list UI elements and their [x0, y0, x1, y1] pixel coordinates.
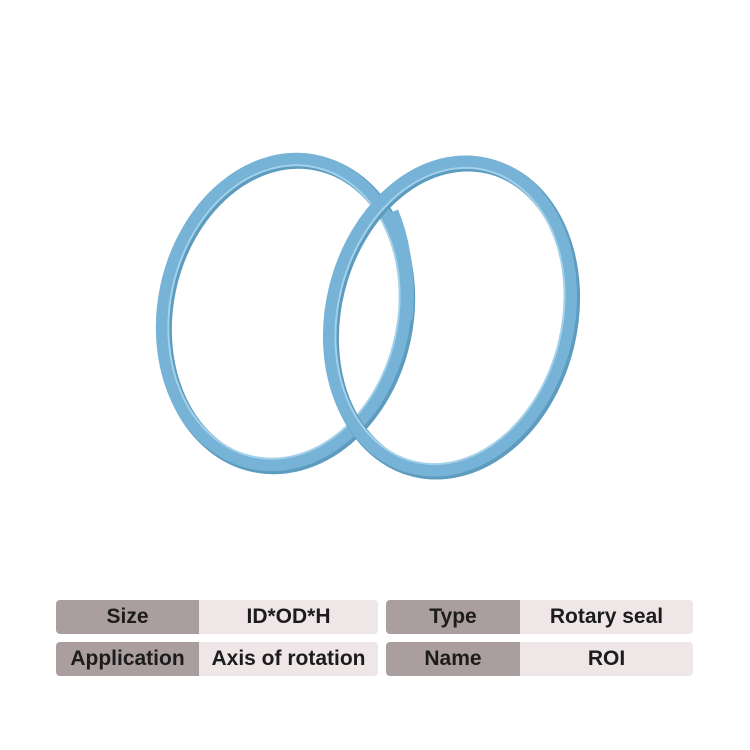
spec-value-name: ROI	[520, 642, 693, 676]
spec-value-size: ID*OD*H	[199, 600, 378, 634]
spec-label-size: Size	[56, 600, 199, 634]
left-seal-ring	[155, 152, 416, 475]
right-seal-ring	[322, 155, 581, 480]
spec-label-application: Application	[56, 642, 199, 676]
rotary-seal-product-image	[155, 152, 581, 480]
spec-value-type: Rotary seal	[520, 600, 693, 634]
spec-value-application: Axis of rotation	[199, 642, 378, 676]
spec-label-type: Type	[386, 600, 520, 634]
left-seal-ring-overlap	[385, 209, 414, 321]
spec-label-name: Name	[386, 642, 520, 676]
